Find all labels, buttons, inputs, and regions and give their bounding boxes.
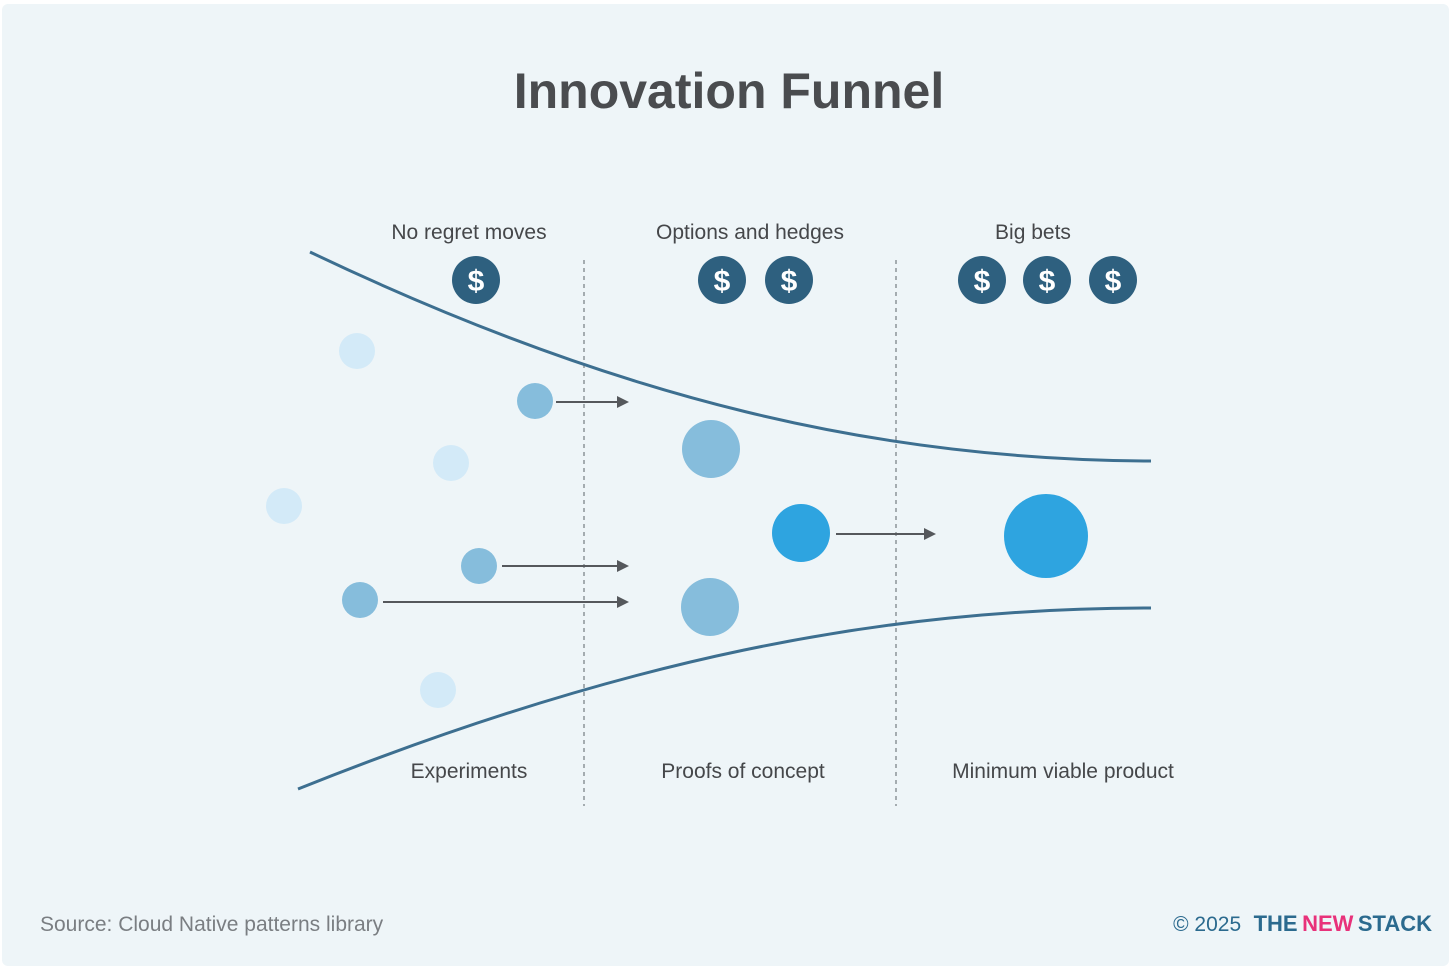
dollar-badge-icon: $: [1089, 256, 1137, 304]
progress-arrow-icon: [502, 560, 629, 572]
background-panel: [2, 4, 1449, 966]
concept-bubble-bright: [772, 504, 830, 562]
concept-bubble-medium: [682, 420, 740, 478]
stage-label-proofs-of-concept: Proofs of concept: [661, 760, 825, 783]
idea-bubble-faint: [420, 672, 456, 708]
diagram-title: Innovation Funnel: [514, 63, 945, 119]
idea-bubble-faint: [339, 333, 375, 369]
svg-text:$: $: [781, 265, 798, 298]
stage-label-minimum-viable-product: Minimum viable product: [952, 760, 1174, 783]
svg-text:$: $: [1105, 265, 1122, 298]
stage-label-options-and-hedges: Options and hedges: [656, 221, 844, 244]
copyright-text: © 2025: [1173, 913, 1241, 936]
dollar-badge-icon: $: [958, 256, 1006, 304]
dollar-badge-icon: $: [698, 256, 746, 304]
idea-bubble-medium: [517, 383, 553, 419]
svg-text:$: $: [974, 265, 991, 298]
dollar-badge-icon: $: [452, 256, 500, 304]
funnel-bottom-curve: [297, 606, 1152, 791]
concept-bubble-medium: [681, 578, 739, 636]
progress-arrow-icon: [556, 396, 629, 408]
progress-arrow-icon: [836, 528, 936, 540]
svg-text:$: $: [1039, 265, 1056, 298]
stage-label-big-bets: Big bets: [995, 221, 1071, 244]
source-note: Source: Cloud Native patterns library: [40, 913, 384, 936]
stage-label-no-regret-moves: No regret moves: [391, 221, 546, 244]
brand-logo-the: THE: [1254, 911, 1298, 936]
svg-text:$: $: [714, 265, 731, 298]
product-bubble-bright: [1004, 494, 1088, 578]
stage-label-experiments: Experiments: [411, 760, 528, 783]
funnel-top-curve: [309, 250, 1152, 463]
idea-bubble-faint: [266, 488, 302, 524]
brand-logo-new: NEW: [1302, 911, 1354, 936]
idea-bubble-faint: [433, 445, 469, 481]
dollar-badge-icon: $: [1023, 256, 1071, 304]
footer-credit: © 2025 THE NEW STACK: [1173, 911, 1432, 936]
idea-bubble-medium: [461, 548, 497, 584]
dollar-badge-icon: $: [765, 256, 813, 304]
brand-logo-stack: STACK: [1358, 911, 1432, 936]
progress-arrow-icon: [383, 596, 629, 608]
svg-text:$: $: [468, 265, 485, 298]
idea-bubble-medium: [342, 582, 378, 618]
